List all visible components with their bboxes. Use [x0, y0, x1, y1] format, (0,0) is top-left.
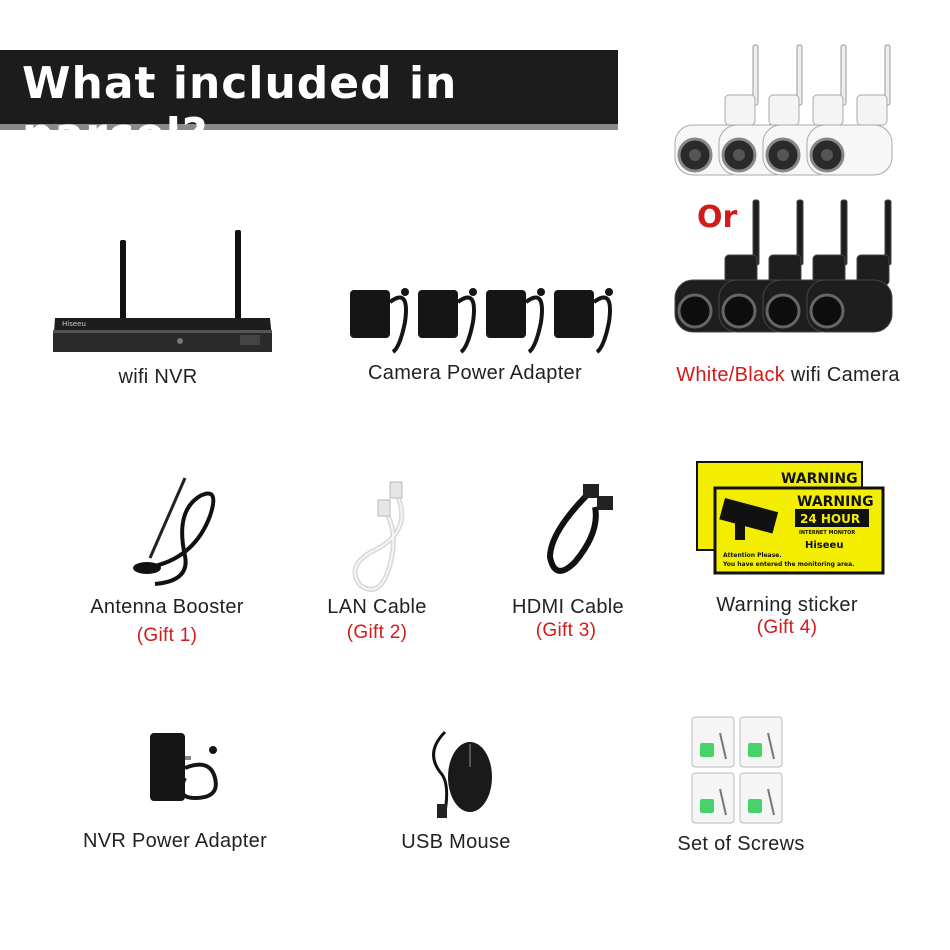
header-banner: What included in parcel?: [0, 50, 618, 160]
sign-warning: WARNING: [797, 494, 874, 510]
sign-warning-back: WARNING: [781, 471, 858, 487]
sign-brand: Hiseeu: [805, 540, 843, 551]
sticker-label: Warning sticker: [716, 594, 858, 616]
sign-monitor: INTERNET MONITOR: [799, 530, 855, 536]
sign-24-hour: 24 HOUR: [800, 512, 860, 526]
sign-entered: You have entered the monitoring area.: [722, 561, 854, 568]
lan-cable-icon: [352, 481, 405, 592]
antenna-gift: (Gift 1): [136, 625, 198, 646]
screws-icon: [691, 716, 783, 824]
antenna-label: Antenna Booster: [90, 596, 244, 618]
hdmi-label: HDMI Cable: [512, 596, 624, 618]
svg-text:Hiseeu: Hiseeu: [62, 320, 86, 328]
hdmi-cable-icon: [546, 484, 613, 574]
camera-label: White/Black wifi Camera: [676, 364, 900, 387]
sticker-gift: (Gift 4): [756, 617, 818, 638]
lan-gift: (Gift 2): [346, 622, 408, 643]
nvr-power-adapter-icon: [150, 733, 218, 801]
mouse-icon: [432, 730, 492, 818]
page-title: What included in parcel?: [22, 58, 458, 160]
sign-attention: Attention Please.: [723, 552, 782, 559]
camera-label-rest: wifi Camera: [785, 364, 900, 386]
nvr-power-label: NVR Power Adapter: [82, 830, 268, 852]
camera-color-label: White/Black: [676, 364, 786, 386]
screws-label: Set of Screws: [677, 833, 805, 855]
mouse-label: USB Mouse: [401, 831, 511, 853]
antenna-icon: [133, 477, 216, 586]
or-text: Or: [697, 200, 738, 235]
hdmi-gift: (Gift 3): [535, 620, 597, 641]
black-camera-icon: [674, 199, 893, 333]
nvr-icon: Hiseeu: [53, 230, 272, 352]
power-adapter-icon: [350, 288, 613, 354]
white-camera-icon: [674, 44, 893, 176]
lan-label: LAN Cable: [327, 596, 427, 618]
nvr-label: wifi NVR: [118, 366, 198, 388]
camera-power-label: Camera Power Adapter: [368, 362, 582, 384]
warning-sticker-icon: WARNING WARNING 24 HOUR INTERNET MONITOR…: [696, 461, 885, 575]
